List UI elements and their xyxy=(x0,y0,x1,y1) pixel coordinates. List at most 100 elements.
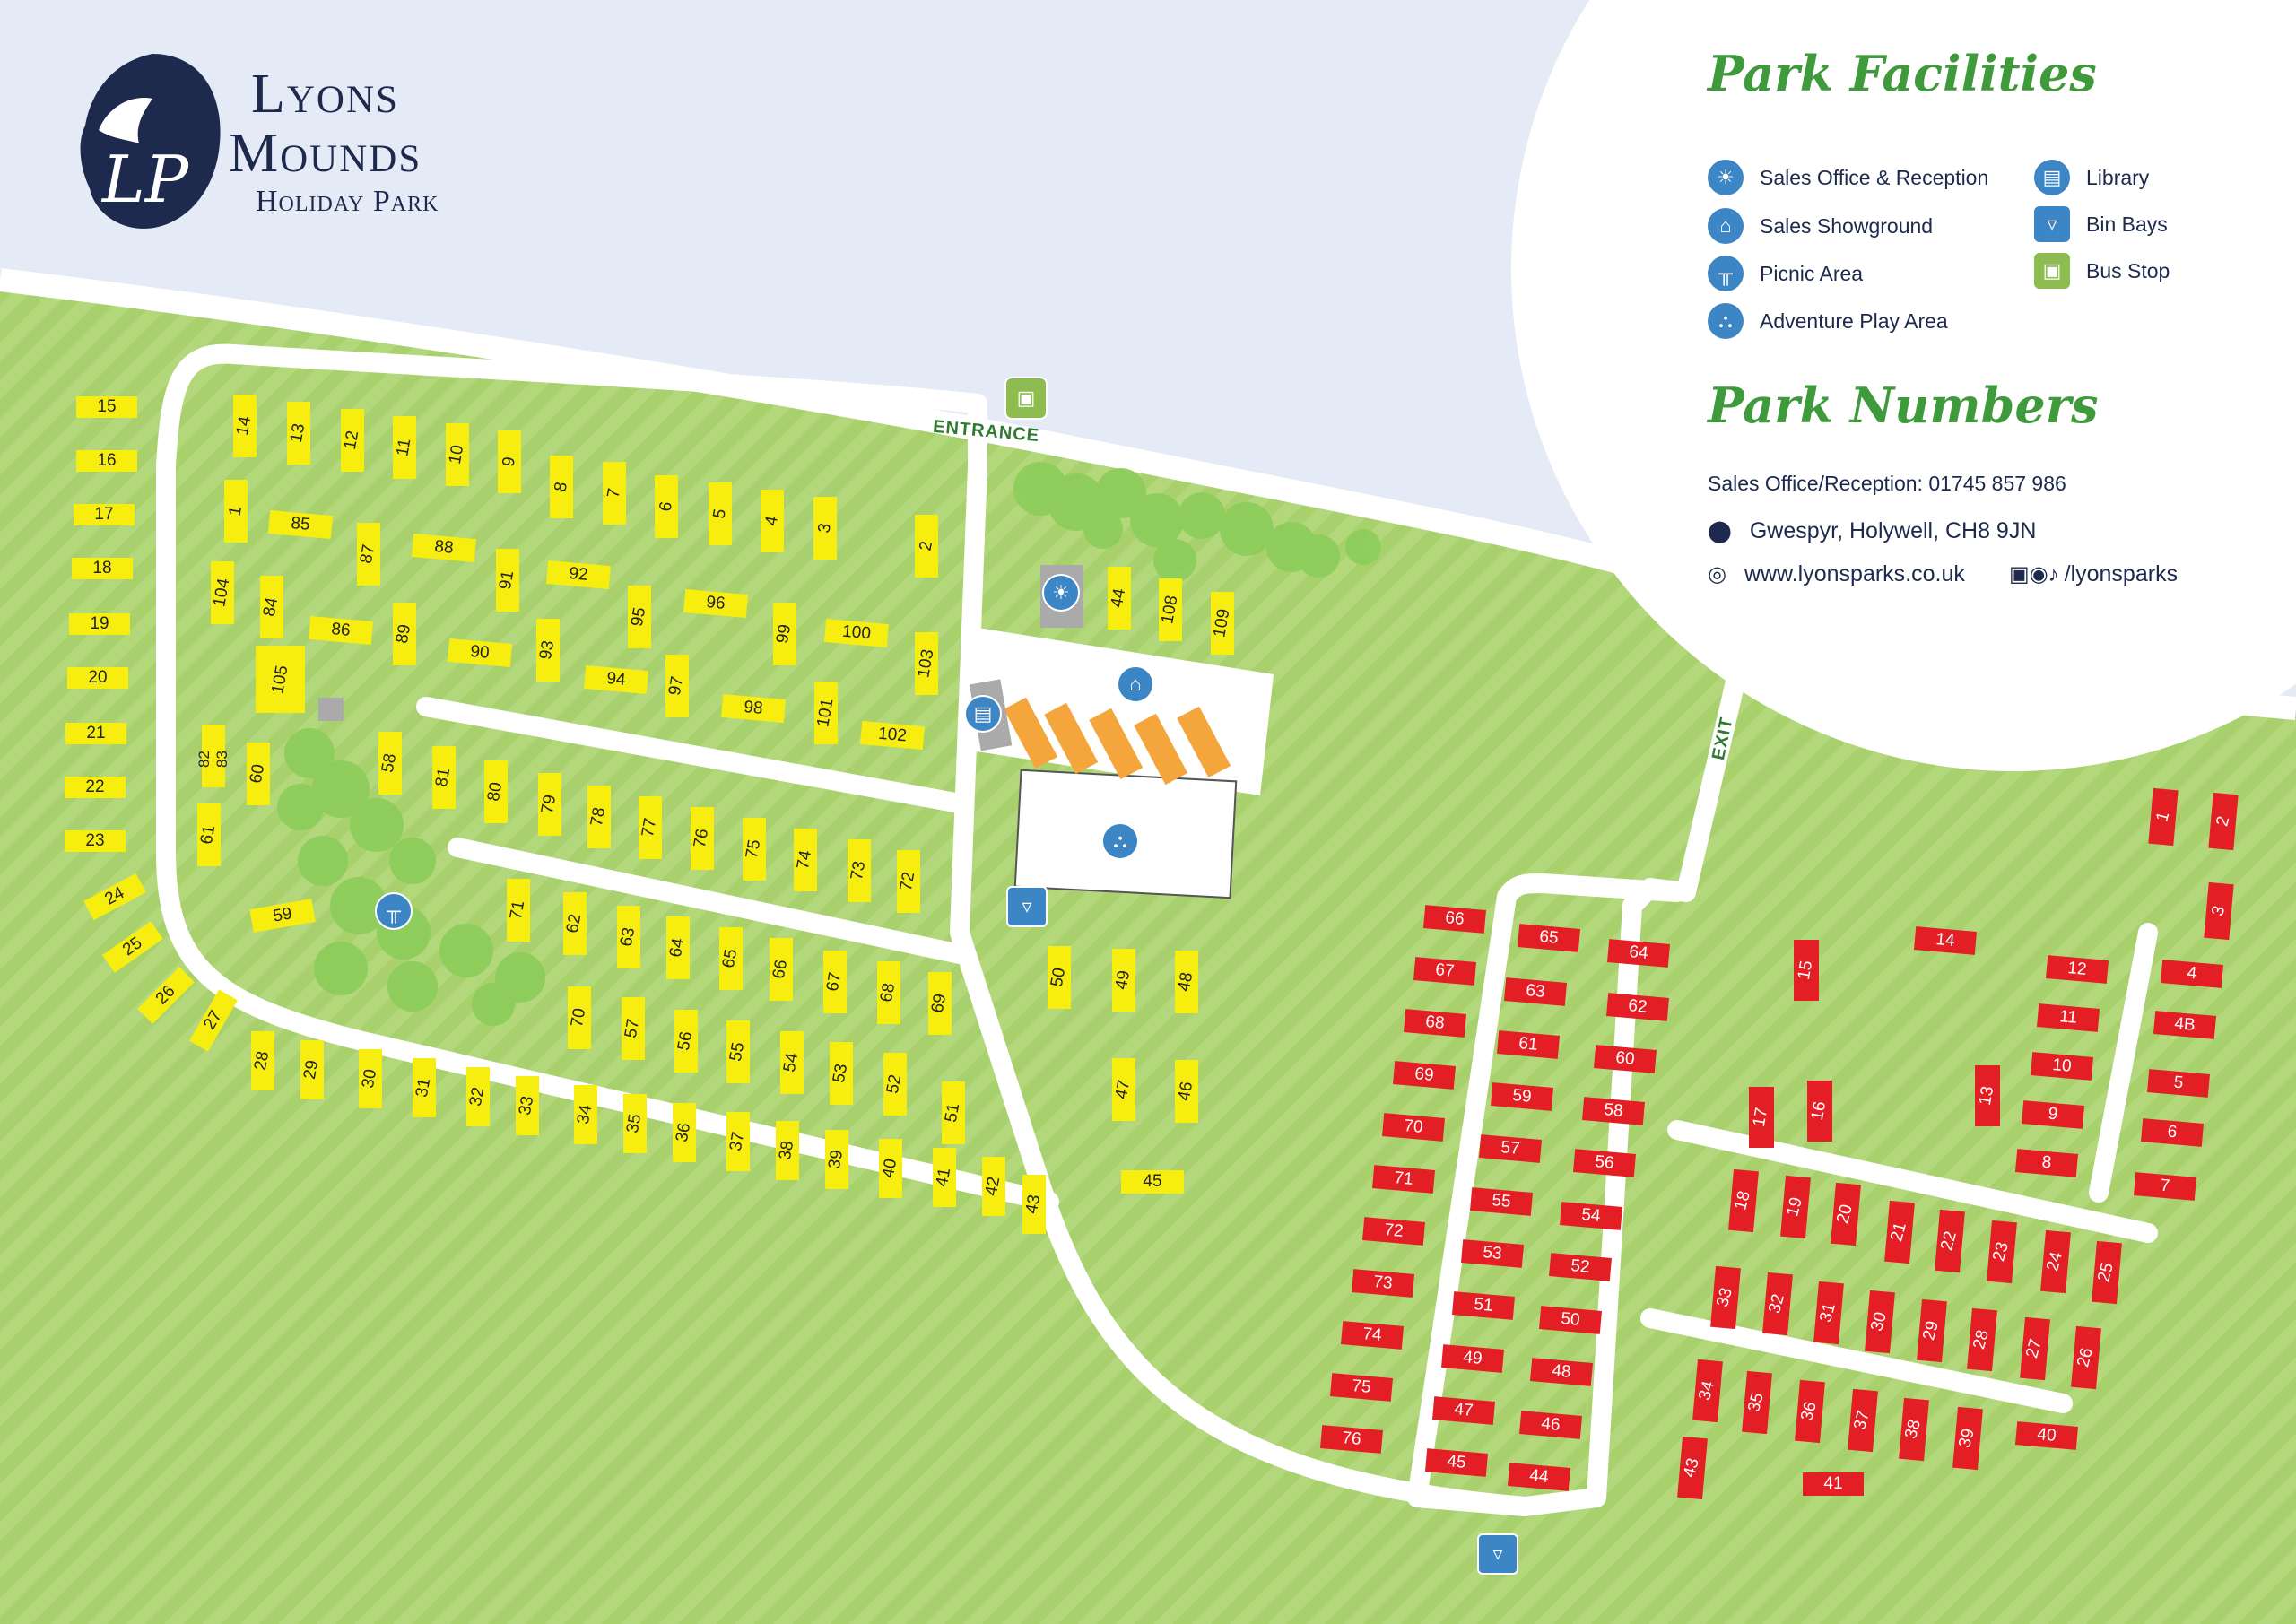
red-pitch-43[interactable]: 43 xyxy=(1677,1436,1708,1500)
yellow-pitch-81[interactable]: 81 xyxy=(432,746,456,809)
red-pitch-26[interactable]: 26 xyxy=(2071,1325,2101,1390)
red-pitch-29[interactable]: 29 xyxy=(1917,1298,1947,1363)
yellow-pitch-5[interactable]: 5 xyxy=(709,482,732,545)
yellow-pitch-55[interactable]: 55 xyxy=(726,1020,750,1083)
yellow-pitch-8[interactable]: 8 xyxy=(550,456,573,518)
yellow-pitch-97[interactable]: 97 xyxy=(665,655,689,717)
yellow-pitch-66[interactable]: 66 xyxy=(770,938,793,1001)
yellow-pitch-32[interactable]: 32 xyxy=(466,1067,490,1126)
yellow-pitch-76[interactable]: 76 xyxy=(691,807,714,870)
yellow-pitch-95[interactable]: 95 xyxy=(628,586,651,648)
yellow-pitch-37[interactable]: 37 xyxy=(726,1112,750,1171)
yellow-pitch-17[interactable]: 17 xyxy=(74,504,135,525)
yellow-pitch-35[interactable]: 35 xyxy=(623,1094,647,1153)
yellow-pitch-67[interactable]: 67 xyxy=(823,951,847,1013)
red-pitch-33[interactable]: 33 xyxy=(1710,1265,1741,1330)
yellow-pitch-47[interactable]: 47 xyxy=(1112,1058,1135,1121)
yellow-pitch-44[interactable]: 44 xyxy=(1108,567,1131,630)
library-book-icon[interactable]: ▤ xyxy=(964,695,1002,733)
yellow-pitch-41[interactable]: 41 xyxy=(933,1148,956,1207)
red-pitch-41[interactable]: 41 xyxy=(1803,1472,1864,1496)
showground-icon[interactable]: ⌂ xyxy=(1117,665,1154,703)
yellow-pitch-60[interactable]: 60 xyxy=(247,743,270,805)
yellow-pitch-29[interactable]: 29 xyxy=(300,1040,324,1099)
yellow-pitch-104[interactable]: 104 xyxy=(210,561,234,624)
yellow-pitch-33[interactable]: 33 xyxy=(516,1076,539,1135)
yellow-pitch-78[interactable]: 78 xyxy=(587,786,611,848)
yellow-pitch-38[interactable]: 38 xyxy=(776,1121,799,1180)
yellow-pitch-42[interactable]: 42 xyxy=(982,1157,1005,1216)
website-row[interactable]: ◎www.lyonsparks.co.uk xyxy=(1708,561,1965,586)
red-pitch-15[interactable]: 15 xyxy=(1794,940,1819,1001)
red-pitch-28[interactable]: 28 xyxy=(1967,1307,1997,1372)
red-pitch-25[interactable]: 25 xyxy=(2092,1240,2122,1305)
red-pitch-13[interactable]: 13 xyxy=(1975,1065,2000,1126)
yellow-pitch-93[interactable]: 93 xyxy=(536,619,560,682)
yellow-pitch-109[interactable]: 109 xyxy=(1210,592,1234,655)
yellow-pitch-54[interactable]: 54 xyxy=(780,1031,804,1094)
red-pitch-16[interactable]: 16 xyxy=(1807,1081,1832,1142)
red-pitch-17[interactable]: 17 xyxy=(1749,1087,1774,1148)
red-pitch-22[interactable]: 22 xyxy=(1935,1209,1965,1273)
yellow-pitch-14[interactable]: 14 xyxy=(233,395,257,457)
yellow-pitch-51[interactable]: 51 xyxy=(942,1081,965,1144)
yellow-pitch-36[interactable]: 36 xyxy=(673,1103,696,1162)
red-pitch-34[interactable]: 34 xyxy=(1692,1359,1723,1423)
yellow-pitch-1[interactable]: 1 xyxy=(224,480,248,543)
yellow-pitch-40[interactable]: 40 xyxy=(879,1139,902,1198)
yellow-pitch-30[interactable]: 30 xyxy=(359,1049,382,1108)
red-pitch-21[interactable]: 21 xyxy=(1884,1200,1915,1264)
bin-bay-icon-2[interactable]: ▿ xyxy=(1477,1533,1518,1575)
yellow-pitch-75[interactable]: 75 xyxy=(743,818,766,881)
yellow-pitch-70[interactable]: 70 xyxy=(568,986,591,1049)
red-pitch-38[interactable]: 38 xyxy=(1899,1397,1929,1462)
yellow-pitch-64[interactable]: 64 xyxy=(666,916,690,979)
yellow-pitch-73[interactable]: 73 xyxy=(848,839,871,902)
red-pitch-1[interactable]: 1 xyxy=(2148,787,2179,847)
red-pitch-3[interactable]: 3 xyxy=(2204,881,2234,941)
red-pitch-35[interactable]: 35 xyxy=(1742,1370,1772,1435)
yellow-pitch-13[interactable]: 13 xyxy=(287,402,310,465)
social-row[interactable]: ▣◉♪/lyonsparks xyxy=(2009,561,2179,586)
play-slide-icon[interactable]: ⛬ xyxy=(1101,822,1139,860)
yellow-pitch-52[interactable]: 52 xyxy=(883,1053,907,1116)
red-pitch-39[interactable]: 39 xyxy=(1952,1406,1983,1471)
red-pitch-18[interactable]: 18 xyxy=(1728,1168,1759,1233)
yellow-pitch-99[interactable]: 99 xyxy=(773,603,796,665)
yellow-pitch-79[interactable]: 79 xyxy=(538,773,561,836)
yellow-pitch-15[interactable]: 15 xyxy=(76,396,137,418)
yellow-pitch-91[interactable]: 91 xyxy=(496,549,519,612)
yellow-pitch-23[interactable]: 23 xyxy=(65,830,126,852)
yellow-pitch-22[interactable]: 22 xyxy=(65,777,126,798)
red-pitch-37[interactable]: 37 xyxy=(1848,1388,1878,1453)
yellow-pitch-12[interactable]: 12 xyxy=(341,409,364,472)
red-pitch-20[interactable]: 20 xyxy=(1831,1182,1861,1246)
yellow-pitch-45[interactable]: 45 xyxy=(1121,1170,1184,1194)
yellow-pitch-10[interactable]: 10 xyxy=(446,423,469,486)
red-pitch-32[interactable]: 32 xyxy=(1762,1272,1793,1336)
yellow-pitch-43[interactable]: 43 xyxy=(1022,1175,1046,1234)
yellow-pitch-72[interactable]: 72 xyxy=(897,850,920,913)
yellow-pitch-34[interactable]: 34 xyxy=(574,1085,597,1144)
yellow-pitch-65[interactable]: 65 xyxy=(719,927,743,990)
red-pitch-30[interactable]: 30 xyxy=(1865,1290,1895,1354)
yellow-pitch-62[interactable]: 62 xyxy=(563,892,587,955)
yellow-pitch-21[interactable]: 21 xyxy=(65,723,126,744)
yellow-pitch-57[interactable]: 57 xyxy=(622,997,645,1060)
yellow-pitch-108[interactable]: 108 xyxy=(1158,578,1182,641)
yellow-pitch-105[interactable]: 105 xyxy=(256,646,305,713)
yellow-pitch-74[interactable]: 74 xyxy=(794,829,817,891)
yellow-pitch-4[interactable]: 4 xyxy=(761,490,784,552)
yellow-pitch-18[interactable]: 18 xyxy=(72,558,133,579)
red-pitch-19[interactable]: 19 xyxy=(1780,1175,1811,1239)
yellow-pitch-6[interactable]: 6 xyxy=(655,475,678,538)
bus-stop-icon[interactable]: ▣ xyxy=(1004,377,1048,420)
yellow-pitch-16[interactable]: 16 xyxy=(76,450,137,472)
yellow-pitch-28[interactable]: 28 xyxy=(251,1031,274,1090)
yellow-pitch-19[interactable]: 19 xyxy=(69,613,130,635)
yellow-pitch-69[interactable]: 69 xyxy=(928,972,952,1035)
yellow-pitch-71[interactable]: 71 xyxy=(507,879,530,942)
yellow-pitch-9[interactable]: 9 xyxy=(498,430,521,493)
yellow-pitch-61[interactable]: 61 xyxy=(197,803,221,866)
yellow-pitch-68[interactable]: 68 xyxy=(877,961,900,1024)
